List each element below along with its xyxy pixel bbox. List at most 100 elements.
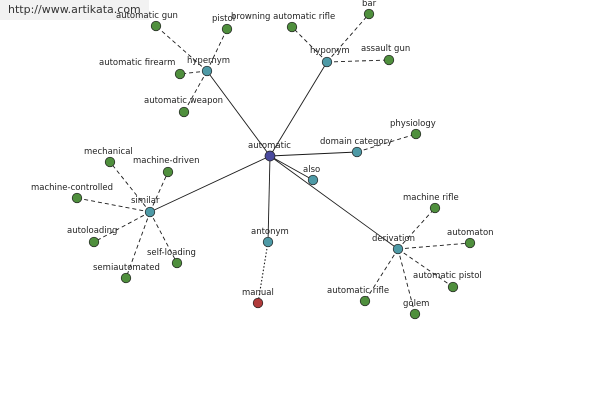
word-node-pistol-dot[interactable] [221, 23, 233, 35]
word-node-machine-driven-dot[interactable] [162, 166, 174, 178]
relation-node-hyponym-label: hyponym [310, 46, 350, 56]
edge-hyponym-assault-gun [326, 59, 390, 63]
word-node-golem-dot[interactable] [409, 308, 421, 320]
relation-node-domain-category[interactable]: domain category [320, 137, 392, 158]
word-node-machine-driven[interactable]: machine-driven [133, 156, 200, 178]
word-node-physiology-dot[interactable] [410, 128, 422, 140]
edge-derivation-automaton [397, 242, 471, 250]
relation-node-hypernym-left[interactable]: hypernym [187, 56, 230, 77]
relation-node-hypernym-left-label: hypernym [187, 56, 230, 66]
edge-similar-machine-driven [149, 171, 169, 213]
edge-center-similar [149, 155, 271, 213]
word-node-semiautomated-label: semiautomated [93, 263, 160, 273]
relation-node-hyponym-dot[interactable] [321, 56, 333, 68]
center-node-automatic-dot[interactable] [264, 150, 276, 162]
word-node-browning-automatic-rifle[interactable]: browning automatic rifle [231, 12, 335, 33]
word-node-automatic-pistol[interactable]: automatic pistol [413, 271, 482, 293]
word-node-machine-controlled[interactable]: machine-controlled [31, 183, 113, 204]
word-node-bar[interactable]: bar [362, 0, 377, 20]
relation-node-antonym[interactable]: antonym [251, 227, 289, 248]
word-node-machine-driven-label: machine-driven [133, 156, 200, 166]
edge-similar-semiautomated [125, 211, 151, 279]
word-node-automatic-rifle-dot[interactable] [359, 295, 371, 307]
relation-node-derivation[interactable]: derivation [372, 234, 415, 255]
relation-node-antonym-label: antonym [251, 227, 289, 237]
relation-node-hyponym[interactable]: hyponym [310, 46, 350, 68]
word-node-assault-gun[interactable]: assault gun [361, 44, 410, 66]
relation-node-derivation-dot[interactable] [392, 243, 404, 255]
word-node-manual-dot[interactable] [252, 297, 264, 309]
word-node-physiology-label: physiology [390, 119, 436, 129]
word-node-golem-label: golem [403, 299, 429, 309]
relation-node-hypernym-left-dot[interactable] [201, 65, 213, 77]
word-node-automatic-gun[interactable]: automatic gun [116, 11, 178, 32]
word-node-automaton-label: automaton [447, 228, 494, 238]
word-node-machine-controlled-dot[interactable] [71, 192, 83, 204]
edge-hypernym-left-pistol [206, 28, 228, 72]
word-node-browning-automatic-rifle-label: browning automatic rifle [231, 12, 335, 22]
word-node-autoloading-label: autoloading [67, 226, 117, 236]
edge-domain-category-physiology [356, 133, 417, 153]
word-node-automatic-rifle[interactable]: automatic rifle [327, 286, 389, 307]
source-url-badge[interactable]: http://www.artikata.com [0, 0, 149, 20]
edge-hypernym-left-automatic-gun [155, 25, 208, 72]
word-node-autoloading[interactable]: autoloading [67, 226, 117, 248]
word-node-assault-gun-label: assault gun [361, 44, 410, 54]
edge-hyponym-browning-automatic-rifle [291, 26, 328, 63]
edge-center-also [269, 155, 314, 181]
edge-center-hyponym [269, 61, 328, 157]
center-node-automatic-label: automatic [248, 141, 291, 151]
word-node-automaton[interactable]: automaton [447, 228, 494, 249]
word-node-automatic-firearm[interactable]: automatic firearm [99, 58, 186, 80]
edge-similar-autoloading [93, 211, 151, 243]
edge-similar-machine-controlled [76, 197, 151, 213]
word-node-mechanical[interactable]: mechanical [84, 147, 133, 168]
word-node-automatic-firearm-dot[interactable] [174, 68, 186, 80]
word-node-browning-automatic-rifle-dot[interactable] [286, 21, 298, 33]
word-node-semiautomated-dot[interactable] [120, 272, 132, 284]
word-node-self-loading-dot[interactable] [171, 257, 183, 269]
word-node-automatic-weapon-label: automatic weapon [144, 96, 223, 106]
word-node-self-loading[interactable]: self-loading [147, 248, 196, 269]
edge-center-derivation [269, 155, 399, 250]
relation-node-domain-category-dot[interactable] [351, 146, 363, 158]
edge-derivation-machine-rifle [397, 207, 436, 250]
word-node-machine-controlled-label: machine-controlled [31, 183, 113, 193]
relation-node-antonym-dot[interactable] [262, 236, 274, 248]
word-node-semiautomated[interactable]: semiautomated [93, 263, 160, 284]
word-node-automatic-gun-dot[interactable] [150, 20, 162, 32]
edge-similar-mechanical [109, 161, 151, 213]
word-node-golem[interactable]: golem [403, 299, 429, 320]
word-node-machine-rifle-dot[interactable] [429, 202, 441, 214]
relation-node-similar-dot[interactable] [144, 206, 156, 218]
relation-node-also[interactable]: also [303, 165, 320, 186]
center-node-automatic[interactable]: automatic [248, 141, 291, 162]
word-node-automaton-dot[interactable] [464, 237, 476, 249]
word-node-bar-dot[interactable] [363, 8, 375, 20]
word-node-self-loading-label: self-loading [147, 248, 196, 258]
word-node-autoloading-dot[interactable] [88, 236, 100, 248]
word-node-bar-label: bar [362, 0, 377, 9]
word-node-pistol[interactable]: pistol [212, 14, 235, 35]
relation-node-similar-label: similar [131, 196, 160, 206]
word-node-automatic-pistol-label: automatic pistol [413, 271, 482, 281]
edge-center-domain-category [269, 151, 358, 157]
word-node-assault-gun-dot[interactable] [383, 54, 395, 66]
relation-node-also-dot[interactable] [307, 174, 319, 186]
word-node-mechanical-dot[interactable] [104, 156, 116, 168]
word-node-automatic-weapon-dot[interactable] [178, 106, 190, 118]
word-node-physiology[interactable]: physiology [390, 119, 436, 140]
word-node-automatic-weapon[interactable]: automatic weapon [144, 96, 223, 118]
edge-derivation-automatic-rifle [364, 248, 399, 302]
word-node-automatic-gun-label: automatic gun [116, 11, 178, 21]
word-node-automatic-pistol-dot[interactable] [447, 281, 459, 293]
relation-node-similar[interactable]: similar [131, 196, 160, 218]
edge-derivation-automatic-pistol [397, 248, 454, 288]
word-node-machine-rifle-label: machine rifle [403, 193, 459, 203]
graph-nodes: automatic gun pistol automatic firearm auto… [31, 0, 494, 320]
word-node-machine-rifle[interactable]: machine rifle [403, 193, 459, 214]
relation-node-derivation-label: derivation [372, 234, 415, 244]
word-node-manual[interactable]: manual [242, 288, 274, 309]
word-node-pistol-label: pistol [212, 14, 235, 24]
